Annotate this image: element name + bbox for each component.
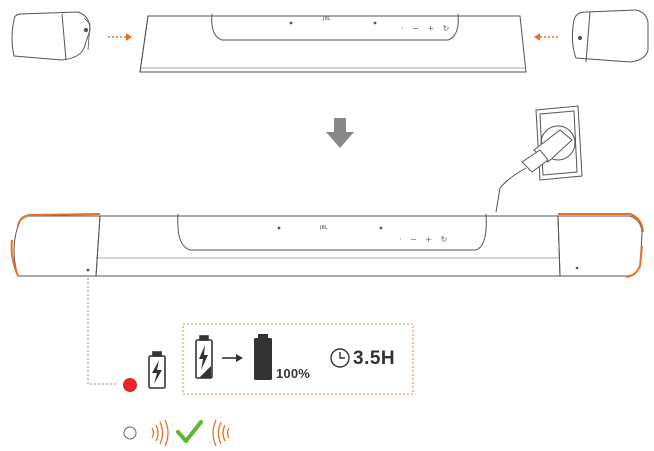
- wireless-waves-icon: [152, 420, 168, 446]
- right-speaker-attached: [558, 214, 643, 277]
- clock-icon: [331, 349, 349, 367]
- arrow-right-icon: [222, 354, 243, 362]
- brand-logo-bottom: JBL: [320, 225, 328, 231]
- checkmark-icon: [178, 422, 201, 441]
- right-detachable-speaker-top: [572, 10, 648, 62]
- left-speaker-attached: [12, 214, 100, 276]
- red-led-indicator: [123, 378, 137, 392]
- charge-time-label: 3.5H: [353, 348, 395, 370]
- controls-bottom: · − + ↻: [399, 235, 450, 244]
- controls-top: · − + ↻: [401, 24, 452, 33]
- charge-level-label: 100%: [276, 366, 310, 381]
- arrow-right-to-bar: [534, 33, 558, 41]
- plug-icon: [496, 106, 582, 212]
- battery-full-icon: [254, 334, 272, 380]
- down-arrow-icon: [326, 118, 354, 148]
- indicator-callout-line: [88, 278, 118, 384]
- white-led-indicator: [124, 427, 136, 439]
- battery-charging-icon: [149, 352, 165, 388]
- main-bar-top: [140, 14, 526, 72]
- battery-low-icon: [196, 336, 212, 378]
- left-detachable-speaker-top: [12, 12, 90, 60]
- wireless-waves-icon: [213, 420, 229, 446]
- main-bar-assembled: [96, 214, 560, 276]
- brand-logo-top: JBL: [323, 16, 331, 22]
- arrow-left-to-bar: [108, 33, 132, 41]
